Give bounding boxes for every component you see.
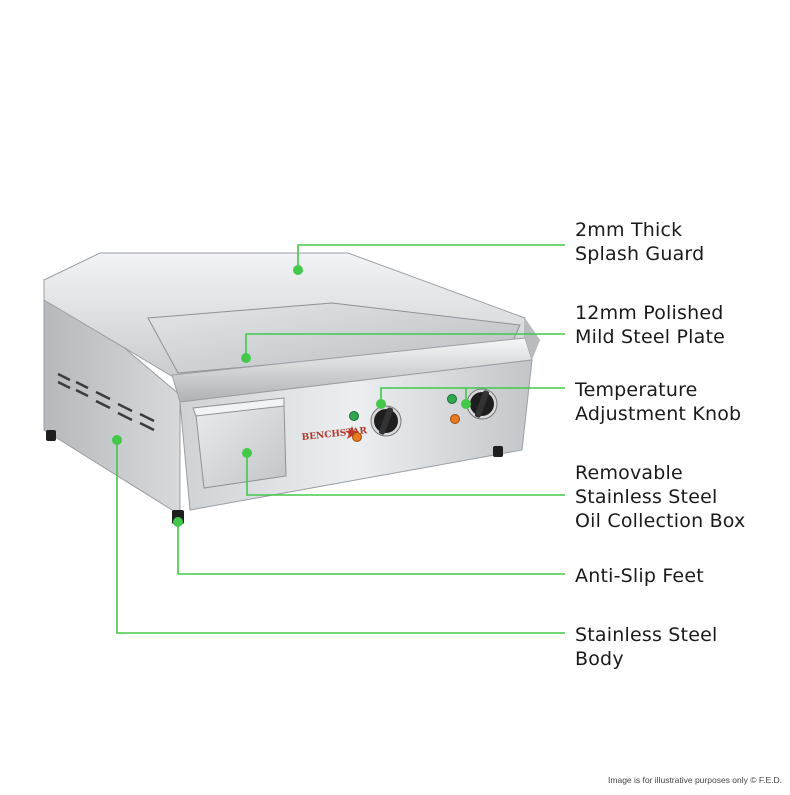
callout-text: Stainless Steel — [575, 486, 718, 508]
indicator-light-green-left — [349, 411, 359, 421]
temperature-knob-left — [370, 405, 402, 437]
callout-dots — [112, 265, 471, 527]
callout-text: 2mm Thick — [575, 219, 683, 241]
callout-text: 12mm Polished — [575, 302, 724, 324]
oil-box-handle — [192, 397, 285, 417]
callout-line-knob — [380, 387, 565, 404]
callout-text: Temperature — [575, 379, 698, 401]
callout-line-splash-guard — [297, 244, 565, 270]
callout-text: Body — [575, 648, 624, 670]
foot-back-left — [46, 430, 56, 441]
callout-line-feet — [177, 522, 565, 575]
callout-text: Oil Collection Box — [575, 510, 746, 532]
callout-line-oil-box — [246, 453, 565, 496]
callout-steel-plate: 12mm Polished Mild Steel Plate — [575, 301, 725, 349]
side-vents — [57, 372, 155, 432]
callout-text: Stainless Steel — [575, 624, 718, 646]
callout-splash-guard: 2mm Thick Splash Guard — [575, 218, 704, 266]
callout-anti-slip-feet: Anti-Slip Feet — [575, 564, 704, 588]
callout-line-plate — [245, 333, 565, 358]
callout-text: Adjustment Knob — [575, 403, 742, 425]
callout-text: Mild Steel Plate — [575, 326, 725, 348]
temperature-knob-right — [466, 388, 498, 420]
callout-oil-collection-box: Removable Stainless Steel Oil Collection… — [575, 461, 746, 533]
indicator-light-green-right — [447, 394, 457, 404]
illustrative-disclaimer: Image is for illustrative purposes only … — [608, 775, 782, 785]
callout-lines — [116, 244, 565, 634]
callout-stainless-body: Stainless Steel Body — [575, 623, 717, 671]
callout-text: Splash Guard — [575, 243, 705, 265]
indicator-light-orange-left — [352, 432, 362, 442]
callout-temperature-knob: Temperature Adjustment Knob — [575, 378, 741, 426]
right-side-panel — [525, 318, 540, 360]
callout-text: Removable — [575, 462, 683, 484]
callout-line-body — [116, 440, 565, 634]
oil-collection-box — [195, 404, 287, 489]
callout-text: Anti-Slip Feet — [575, 565, 704, 587]
foot-front-right — [493, 446, 503, 457]
indicator-light-orange-right — [450, 414, 460, 424]
